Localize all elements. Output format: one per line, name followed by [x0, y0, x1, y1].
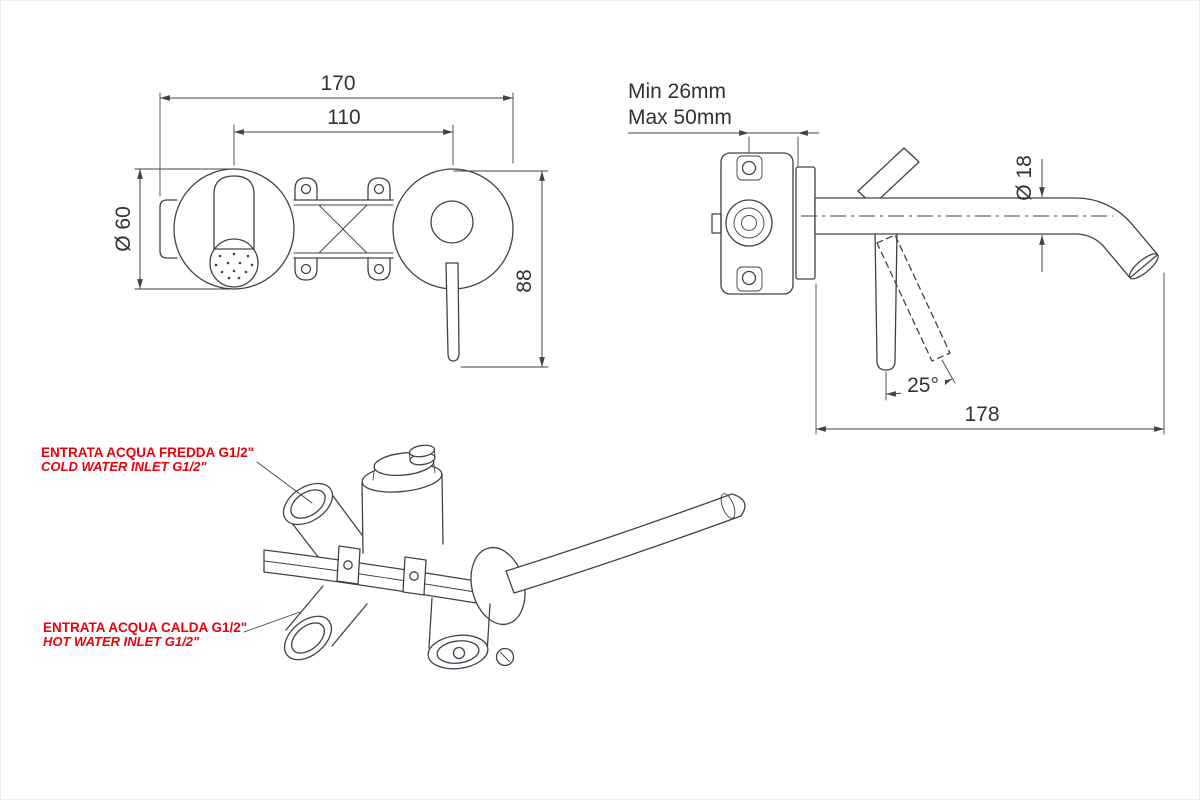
label-hot-inlet-en: HOT WATER INLET G1/2"	[43, 634, 200, 649]
spout-front-outline	[213, 175, 255, 250]
mount-ear-top-right	[367, 177, 391, 201]
handle-lever-swung-25deg	[876, 234, 951, 362]
mounting-bracket	[293, 177, 394, 281]
front-view-dimensions: 170 110 Ø 60 88	[112, 72, 549, 368]
label-hot-inlet-it: ENTRATA ACQUA CALDA G1/2"	[43, 620, 247, 635]
spout-tip-seam	[720, 493, 736, 519]
dim-spout-reach: 178	[964, 403, 999, 426]
label-cold-inlet-it: ENTRATA ACQUA FREDDA G1/2"	[41, 445, 254, 460]
hot-leader-line	[243, 611, 301, 633]
dim-center-distance: 110	[327, 106, 360, 129]
side-view-dimensions: Min 26mm Max 50mm Ø 18 25° 178	[628, 80, 1165, 435]
perspective-view: ENTRATA ACQUA FREDDA G1/2" COLD WATER IN…	[41, 444, 746, 670]
cartridge-stem	[741, 215, 757, 231]
mount-ear-bottom-right	[367, 257, 391, 281]
body-screw-bottom	[741, 270, 757, 286]
dim-wall-depth-min: Min 26mm	[628, 80, 726, 103]
aerator-ring	[209, 238, 259, 288]
screw-hole-top-left	[300, 183, 312, 195]
handle-lever-up-position	[857, 147, 920, 206]
rail-bracket-left	[336, 545, 361, 585]
body-boss-top	[736, 155, 763, 181]
body-rear-lug	[711, 213, 722, 234]
screw-hole-bottom-right	[373, 263, 385, 275]
dim-handle-drop: 88	[513, 269, 536, 292]
handle-lever-down-position	[874, 230, 898, 371]
perspective-annotations: ENTRATA ACQUA FREDDA G1/2" COLD WATER IN…	[41, 445, 313, 649]
cartridge-outline	[725, 199, 773, 247]
spout-perspective	[505, 493, 746, 594]
cold-water-inlet	[282, 482, 363, 563]
cap-knob	[408, 444, 436, 458]
mount-ear-bottom-left	[294, 257, 318, 281]
left-wall-plate	[173, 168, 295, 290]
side-view-drawing	[711, 147, 1159, 371]
wall-plate-side-tab	[159, 199, 178, 259]
handle-hub	[430, 200, 474, 244]
perspective-drawing	[263, 444, 746, 670]
cold-leader-line	[256, 461, 313, 504]
dim-plate-diameter: Ø 60	[112, 206, 135, 252]
wall-flange-plate	[795, 166, 816, 280]
aerator-mesh-dots	[214, 252, 254, 280]
dim-overall-width: 170	[320, 72, 355, 95]
dim-wall-depth-max: Max 50mm	[628, 106, 732, 129]
mount-ear-top-left	[294, 177, 318, 201]
outlet-fitting	[427, 597, 515, 670]
screw-hole-top-right	[373, 183, 385, 195]
angle-label-backing	[901, 377, 945, 395]
handle-lever-front	[445, 262, 460, 362]
label-cold-inlet-en: COLD WATER INLET G1/2"	[41, 459, 207, 474]
rail-bracket-right	[402, 556, 427, 596]
dim-spout-diameter: Ø 18	[1013, 155, 1036, 201]
rail-screw-left	[343, 560, 353, 570]
cartridge-housing	[361, 444, 444, 554]
cartridge-inner-ring	[733, 207, 765, 239]
front-view: 170 110 Ø 60 88	[112, 72, 549, 368]
side-view: Min 26mm Max 50mm Ø 18 25° 178	[628, 80, 1165, 435]
rail-screw-right	[409, 571, 419, 581]
front-view-drawing	[159, 168, 514, 362]
spout-side-profile	[814, 197, 1159, 279]
inwall-body	[720, 152, 794, 295]
body-boss-bottom	[736, 266, 763, 292]
spout-outlet-opening	[1128, 253, 1159, 280]
body-screw-top	[741, 160, 757, 176]
screw-hole-bottom-left	[300, 263, 312, 275]
hot-water-inlet	[283, 585, 368, 661]
dim-handle-angle: 25°	[907, 374, 939, 397]
